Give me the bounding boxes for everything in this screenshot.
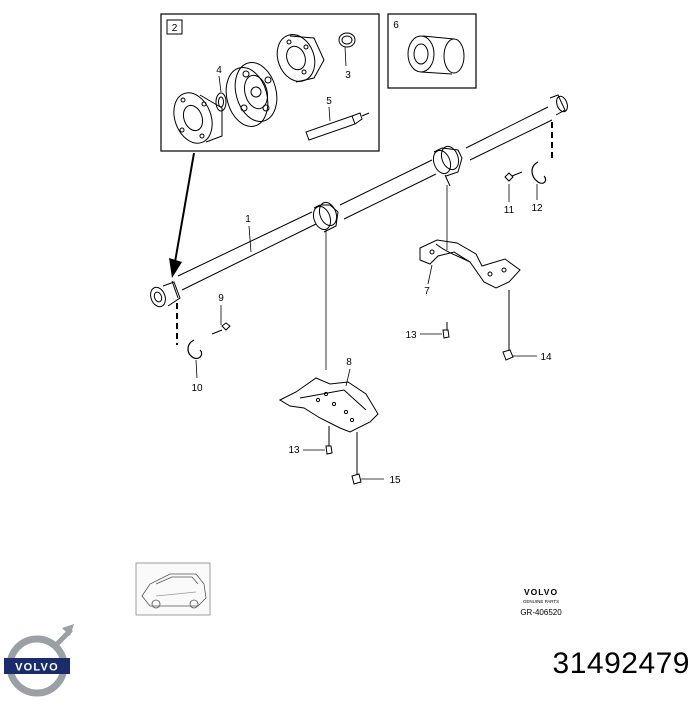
logo-text: VOLVO	[15, 662, 59, 674]
inset-box-joint-kit: 2 4	[160, 13, 380, 152]
callout-10: 10	[191, 383, 203, 394]
flange-part	[173, 92, 223, 144]
car-thumbnail-icon	[135, 562, 211, 616]
callout-14: 14	[540, 352, 552, 363]
brand-small: VOLVO	[524, 587, 558, 597]
callout-6: 6	[393, 20, 399, 31]
callout-8: 8	[346, 357, 352, 368]
bolt-part-14	[502, 290, 514, 361]
callout-2: 2	[172, 23, 178, 34]
callout-11: 11	[504, 205, 515, 216]
bolt-part-15	[351, 432, 362, 485]
thin-leaders	[325, 185, 448, 370]
bearing-part-6	[407, 35, 465, 75]
dashed-leaders	[176, 122, 553, 345]
callout-3: 3	[345, 70, 351, 81]
callout-1: 1	[245, 214, 251, 225]
callout-7: 7	[424, 286, 430, 297]
clip-part-12	[531, 161, 547, 184]
heat-shield-part-8	[278, 377, 379, 433]
cv-joint-part	[225, 62, 278, 127]
callout-13-upper: 13	[405, 330, 417, 341]
grease-tube-part-5	[305, 112, 370, 141]
callout-4: 4	[216, 65, 222, 76]
ring-part-3	[338, 32, 356, 48]
part-number: 31492479	[552, 647, 690, 680]
clip-part-10	[187, 339, 203, 359]
bolt-part-11	[504, 171, 523, 182]
bolt-part-13-lower	[325, 426, 333, 455]
inset-box-bearing: 6	[387, 13, 477, 89]
volvo-logo-icon: VOLVO	[4, 624, 74, 697]
flange-housing-part	[276, 34, 325, 83]
callout-15: 15	[389, 475, 401, 486]
callout-9: 9	[218, 293, 224, 304]
bolt-part-9	[211, 322, 231, 335]
support-bracket-part-7	[419, 239, 521, 289]
inset-pointer-arrow	[169, 152, 195, 278]
bolt-part-13-upper	[442, 322, 450, 339]
propeller-shaft	[150, 94, 568, 308]
callout-5: 5	[326, 96, 332, 107]
callout-13-lower: 13	[288, 445, 300, 456]
callout-12: 12	[531, 203, 543, 214]
brand-small-sub: GENUINE PARTS	[523, 599, 559, 604]
ring-part-4	[215, 92, 227, 112]
reference-code: GR-406520	[520, 608, 562, 617]
